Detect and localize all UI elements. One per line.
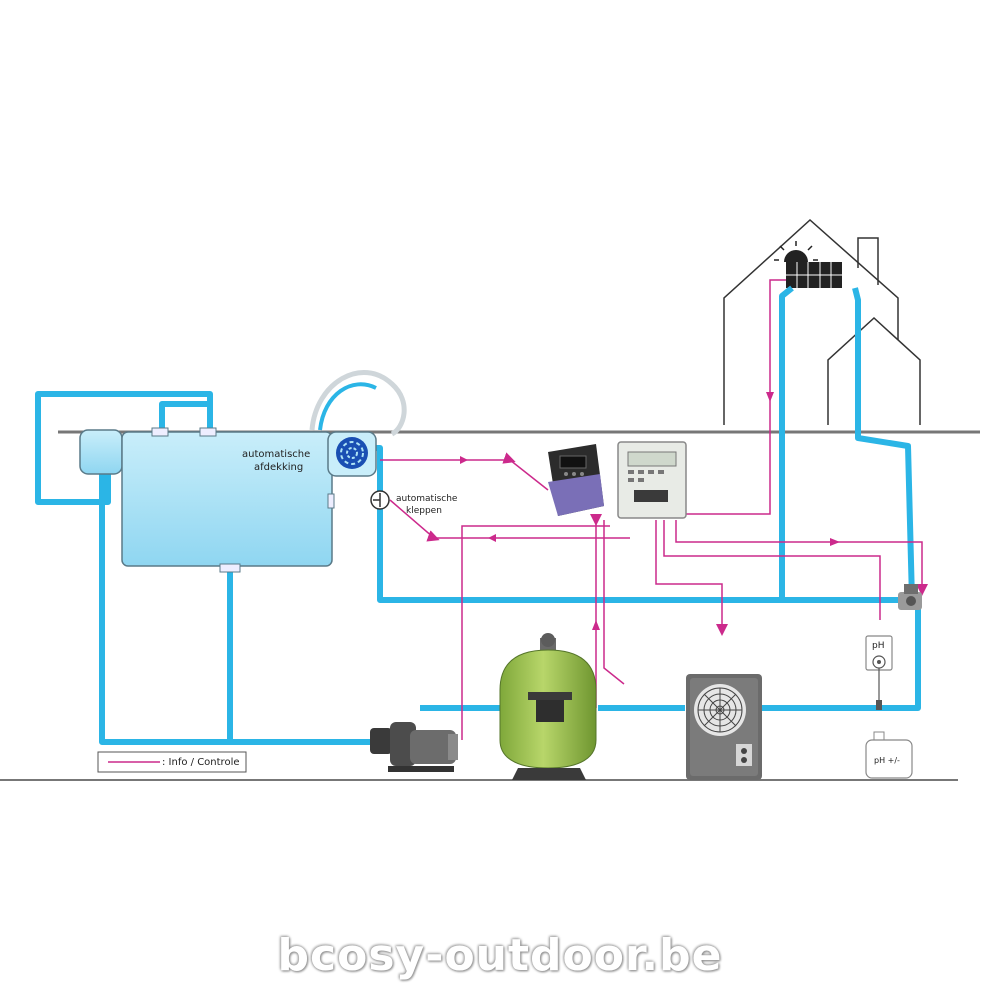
heat-pump-icon bbox=[686, 674, 762, 780]
frequency-drive-icon bbox=[548, 444, 604, 516]
ph-meter-label: pH bbox=[872, 641, 884, 651]
cover-hoses bbox=[309, 370, 407, 437]
legend-box bbox=[97, 751, 247, 773]
house-illustration bbox=[723, 218, 921, 425]
solar-panel-icon bbox=[786, 262, 842, 288]
info-lines bbox=[380, 279, 928, 740]
pump-icon bbox=[370, 722, 458, 772]
cover-roller-icon bbox=[336, 437, 368, 469]
controller-box-icon bbox=[617, 441, 687, 519]
ph-tank-label: pH +/- bbox=[874, 756, 900, 765]
valves-label-line2: kleppen bbox=[406, 506, 442, 516]
ph-regulator-icon bbox=[865, 635, 893, 710]
sand-filter-icon bbox=[499, 633, 597, 780]
cover-label-line2: afdekking bbox=[254, 462, 303, 473]
pool-basin bbox=[79, 427, 377, 573]
watermark: bcosy-outdoor.be bbox=[277, 930, 723, 981]
legend-label: : Info / Controle bbox=[162, 757, 240, 768]
info-arrows bbox=[460, 392, 840, 630]
valve-icon bbox=[370, 490, 390, 510]
ph-tank-icon bbox=[865, 731, 913, 779]
three-way-valve-icon bbox=[898, 584, 922, 610]
cover-label-line1: automatische bbox=[242, 449, 310, 460]
sun-icon bbox=[774, 241, 818, 262]
valves-label-line1: automatische bbox=[396, 494, 458, 504]
